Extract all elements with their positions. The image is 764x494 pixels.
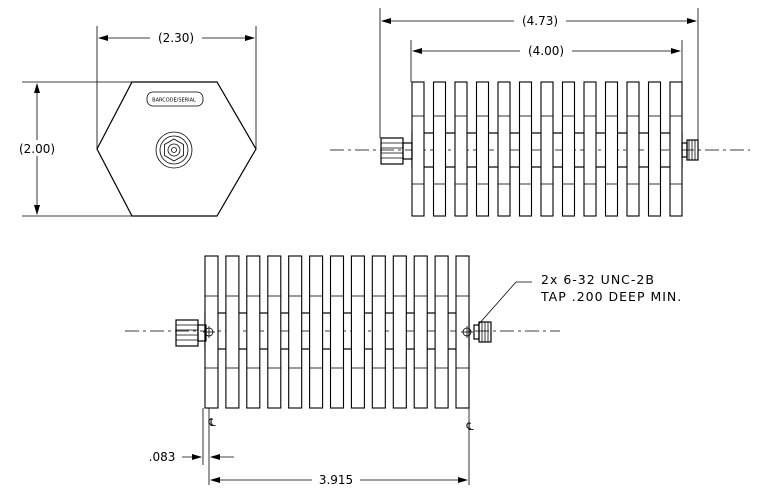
fin: [267, 255, 282, 409]
right-connector: [681, 139, 699, 161]
fin: [413, 255, 428, 409]
fin: [454, 81, 468, 217]
centerline-symbol-right: ℄: [465, 420, 473, 433]
fin: [626, 81, 640, 217]
fin-array: [411, 81, 683, 217]
centerline-symbol-left: ℄: [207, 416, 215, 429]
fin: [647, 81, 662, 217]
height-dimension: (2.00): [19, 142, 55, 156]
fin-array: [204, 255, 470, 409]
centerline-dimension: 3.915: [319, 473, 353, 487]
fin: [392, 255, 407, 409]
fin: [475, 81, 490, 217]
fin: [246, 255, 261, 409]
width-dimension: (2.30): [158, 31, 194, 45]
fin: [432, 81, 447, 217]
fin: [288, 255, 303, 409]
end-view: (2.30) (2.00) BARCODE/SERIAL: [12, 26, 257, 217]
offset-dimension: .083: [149, 450, 176, 464]
barcode-label-text: BARCODE/SERIAL: [152, 98, 196, 104]
left-connector: [380, 137, 413, 165]
barcode-label: [146, 91, 204, 107]
fin: [371, 255, 386, 409]
fin: [329, 255, 345, 409]
fin: [561, 81, 576, 217]
overall-length-dimension: (4.73): [522, 14, 558, 28]
fin: [518, 81, 533, 217]
note-line-2: TAP .200 DEEP MIN.: [540, 289, 682, 304]
left-connector: [175, 319, 215, 347]
fin: [309, 255, 324, 409]
connector-face: [155, 131, 193, 169]
fin-length-dimension: (4.00): [528, 44, 564, 58]
fin: [604, 81, 619, 217]
note-leader: [477, 281, 532, 326]
fin: [669, 81, 683, 217]
fin: [434, 255, 449, 409]
fin: [225, 255, 240, 409]
fin: [411, 81, 425, 217]
fin: [350, 255, 365, 409]
note-line-1: 2x 6-32 UNC-2B: [541, 272, 655, 287]
right-connector: [461, 321, 492, 343]
top-side-view: (4.73) (4.00): [330, 8, 750, 217]
fin: [583, 81, 597, 217]
fin: [497, 81, 511, 217]
bottom-side-view: 2x 6-32 UNC-2B TAP .200 DEEP MIN. ℄ ℄ .0…: [125, 255, 682, 488]
fin: [540, 81, 554, 217]
